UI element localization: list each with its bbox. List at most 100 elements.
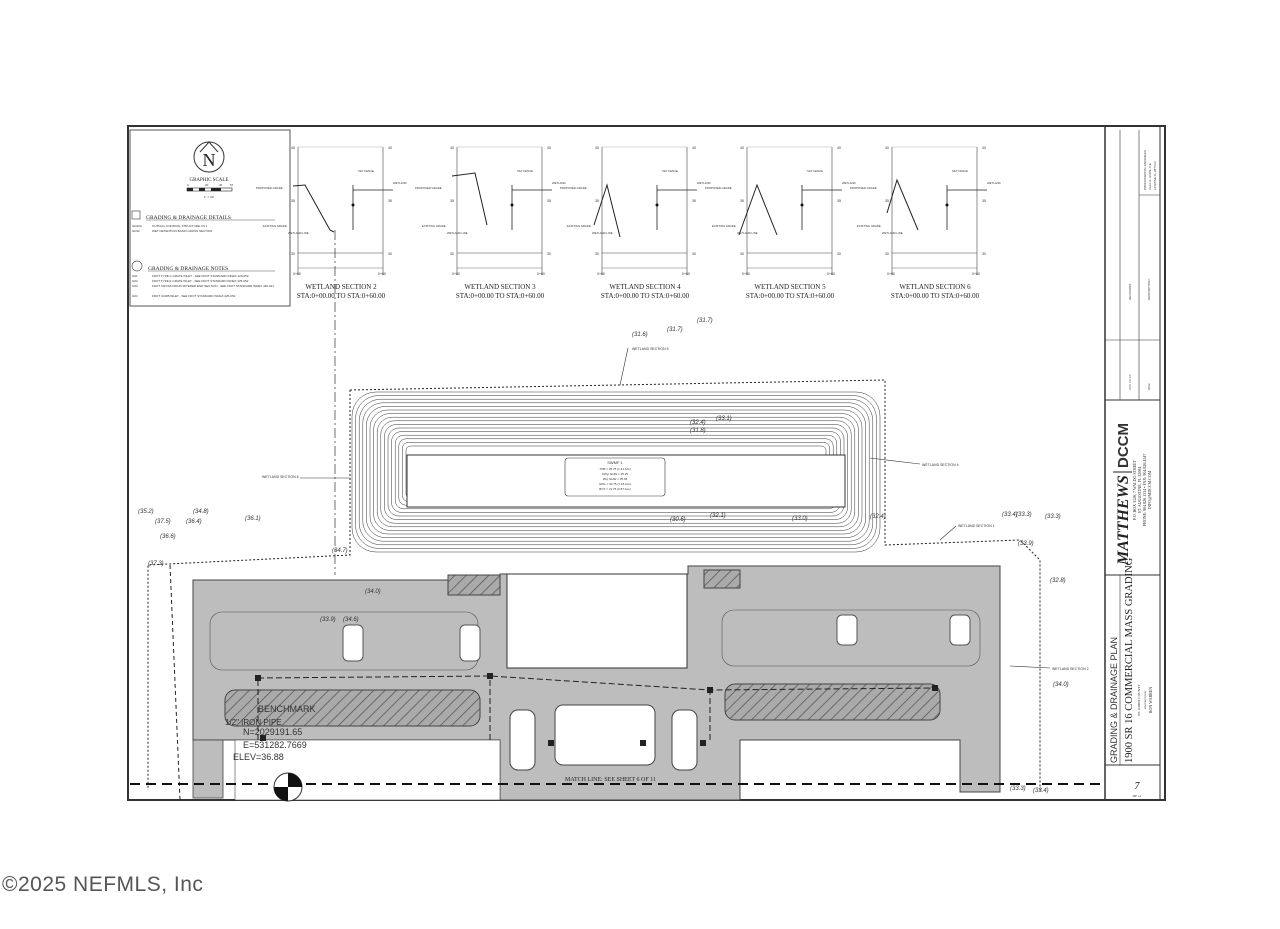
section-callout: PROPOSED GRADE bbox=[415, 186, 442, 190]
section-axis-label: 35 bbox=[692, 199, 696, 203]
spot-elevation: (32.4) bbox=[870, 514, 886, 520]
silt-fence-mark bbox=[801, 185, 842, 230]
section-title: WETLAND SECTION 5 bbox=[754, 283, 826, 291]
building-pad bbox=[506, 573, 688, 669]
spot-elevation: (33.9) bbox=[1018, 541, 1034, 547]
scale-title: GRAPHIC SCALE bbox=[189, 178, 228, 183]
svg-text:WETLAND SECTION 2: WETLAND SECTION 2 bbox=[1052, 667, 1089, 671]
silt-fence-mark bbox=[352, 185, 393, 230]
svg-text:DESCRIPTION: DESCRIPTION bbox=[1147, 279, 1151, 300]
svg-text:ELEV=36.88: ELEV=36.88 bbox=[233, 752, 284, 762]
pond-data-box bbox=[564, 457, 666, 497]
section-axis-label: 30 bbox=[450, 252, 454, 256]
spot-elevation: (32.4) bbox=[690, 420, 706, 426]
spot-elevation: (33.3) bbox=[1016, 512, 1032, 518]
section-callout: WETLAND LINE bbox=[737, 231, 758, 235]
spot-elevations: (31.6)(31.7)(31.7)(31.8)(32.4)(33.1)(30.… bbox=[138, 318, 1069, 794]
pond-contour bbox=[351, 391, 881, 553]
svg-text:WETLAND SECTION 1: WETLAND SECTION 1 bbox=[958, 524, 995, 528]
spot-elevation: (37.5) bbox=[155, 519, 171, 525]
section-axis-label: 35 bbox=[388, 199, 392, 203]
section-callout: SILT FENCE bbox=[358, 169, 374, 173]
section-callout: EXISTING GRADE bbox=[567, 224, 591, 228]
silt-fence-line bbox=[147, 379, 1041, 792]
section-title: WETLAND SECTION 4 bbox=[609, 283, 681, 291]
spot-elevation: (35.2) bbox=[138, 509, 154, 515]
notes-title: GRADING & DRAINAGE NOTES bbox=[148, 266, 228, 272]
section-callout: PROPOSED GRADE bbox=[560, 186, 587, 190]
section-axis-label: 40 bbox=[692, 146, 696, 150]
section-callout: WETLAND LINE bbox=[288, 231, 309, 235]
project-name: 1900 SR 16 COMMERCIAL MASS GRADING bbox=[1124, 557, 1135, 763]
section-callout: WETLAND bbox=[987, 181, 1001, 185]
graphic-scale-bar bbox=[186, 187, 233, 192]
svg-text:25yr EHW = 35.05: 25yr EHW = 35.05 bbox=[603, 477, 628, 481]
north-letter: N bbox=[203, 150, 216, 170]
proposed-grade-profile bbox=[292, 184, 335, 233]
section-axis-label: 30 bbox=[547, 252, 551, 256]
section-axis-label: 35 bbox=[291, 199, 295, 203]
section-axis-label: 30 bbox=[885, 252, 889, 256]
section-callout: WETLAND LINE bbox=[882, 231, 903, 235]
section-callout: SILT FENCE bbox=[807, 169, 823, 173]
section-callout: PROPOSED GRADE bbox=[705, 186, 732, 190]
section-axis-label: 0+00 bbox=[742, 272, 750, 276]
section-range: STA:0+00.00 TO STA:0+60.00 bbox=[746, 292, 835, 300]
pond-contour bbox=[358, 398, 874, 546]
section-range: STA:0+00.00 TO STA:0+60.00 bbox=[456, 292, 545, 300]
section-axis-label: 40 bbox=[547, 146, 551, 150]
pond-contour bbox=[362, 402, 870, 542]
section-callout: PROPOSED GRADE bbox=[850, 186, 877, 190]
section-callout: WETLAND bbox=[842, 181, 856, 185]
section-callout: EXISTING GRADE bbox=[263, 224, 287, 228]
spot-elevation: (34.8) bbox=[193, 509, 209, 515]
section-axis-label: 40 bbox=[388, 146, 392, 150]
section-axis-label: 30 bbox=[837, 252, 841, 256]
svg-text:N=2029191.65: N=2029191.65 bbox=[243, 727, 302, 737]
section-range: STA:0+00.00 TO STA:0+60.00 bbox=[891, 292, 980, 300]
spot-elevation: (34.0) bbox=[365, 589, 381, 595]
spot-elevation: (36.4) bbox=[186, 519, 202, 525]
svg-text:INFO@MDCCM.COM: INFO@MDCCM.COM bbox=[1147, 470, 1152, 509]
section-axis-label: 0+00 bbox=[597, 272, 605, 276]
section-axis-label: 0+60 bbox=[537, 272, 545, 276]
section-callout: EXISTING GRADE bbox=[422, 224, 446, 228]
proposed-grade-profile bbox=[886, 178, 919, 231]
svg-text:TOB = 35.75 (1.41 Acs): TOB = 35.75 (1.41 Acs) bbox=[599, 467, 630, 471]
silt-fence-mark bbox=[656, 185, 697, 230]
section-axis-label: 30 bbox=[982, 252, 986, 256]
pond-contour bbox=[373, 413, 859, 531]
proposed-grade-profile bbox=[593, 183, 621, 238]
spot-elevation: (34.0) bbox=[1053, 682, 1069, 688]
details-title: GRADING & DRAINAGE DETAILS bbox=[146, 215, 231, 221]
svg-text:57: 57 bbox=[230, 183, 234, 187]
svg-text:ST. AUGUSTINE, FL 32084: ST. AUGUSTINE, FL 32084 bbox=[1137, 467, 1143, 514]
section-axis-label: 0+60 bbox=[682, 272, 690, 276]
svg-text:G01: G01 bbox=[132, 274, 138, 278]
firm-logo: MATTHEWS DCCM bbox=[1113, 423, 1132, 566]
svg-text:G03: G03 bbox=[132, 284, 138, 288]
svg-text:0: 0 bbox=[187, 183, 189, 187]
pond-contour bbox=[355, 395, 877, 549]
section-callout: SILT FENCE bbox=[662, 169, 678, 173]
svg-text:FDOT CURB INLET - SEE FDOT STA: FDOT CURB INLET - SEE FDOT STANDARD INDE… bbox=[152, 294, 236, 298]
svg-text:WETLAND SECTION 4: WETLAND SECTION 4 bbox=[922, 463, 959, 467]
section-callout: WETLAND LINE bbox=[447, 231, 468, 235]
section-axis-label: 30 bbox=[692, 252, 696, 256]
svg-text:20: 20 bbox=[205, 183, 209, 187]
section-callout: WETLAND LINE bbox=[592, 231, 613, 235]
section-callout: WETLAND bbox=[393, 181, 407, 185]
pond-contour bbox=[376, 416, 856, 528]
spot-elevation: (36.1) bbox=[245, 516, 261, 522]
section-callout: WETLAND bbox=[697, 181, 711, 185]
svg-text:1" = 20': 1" = 20' bbox=[204, 195, 214, 199]
svg-text:40: 40 bbox=[219, 183, 223, 187]
section-title: WETLAND SECTION 3 bbox=[464, 283, 536, 291]
section-axis-label: 40 bbox=[885, 146, 889, 150]
watermark: ©2025 NEFMLS, Inc bbox=[2, 873, 204, 896]
spot-elevation: (31.7) bbox=[667, 327, 683, 333]
silt-fence-mark bbox=[946, 185, 987, 230]
